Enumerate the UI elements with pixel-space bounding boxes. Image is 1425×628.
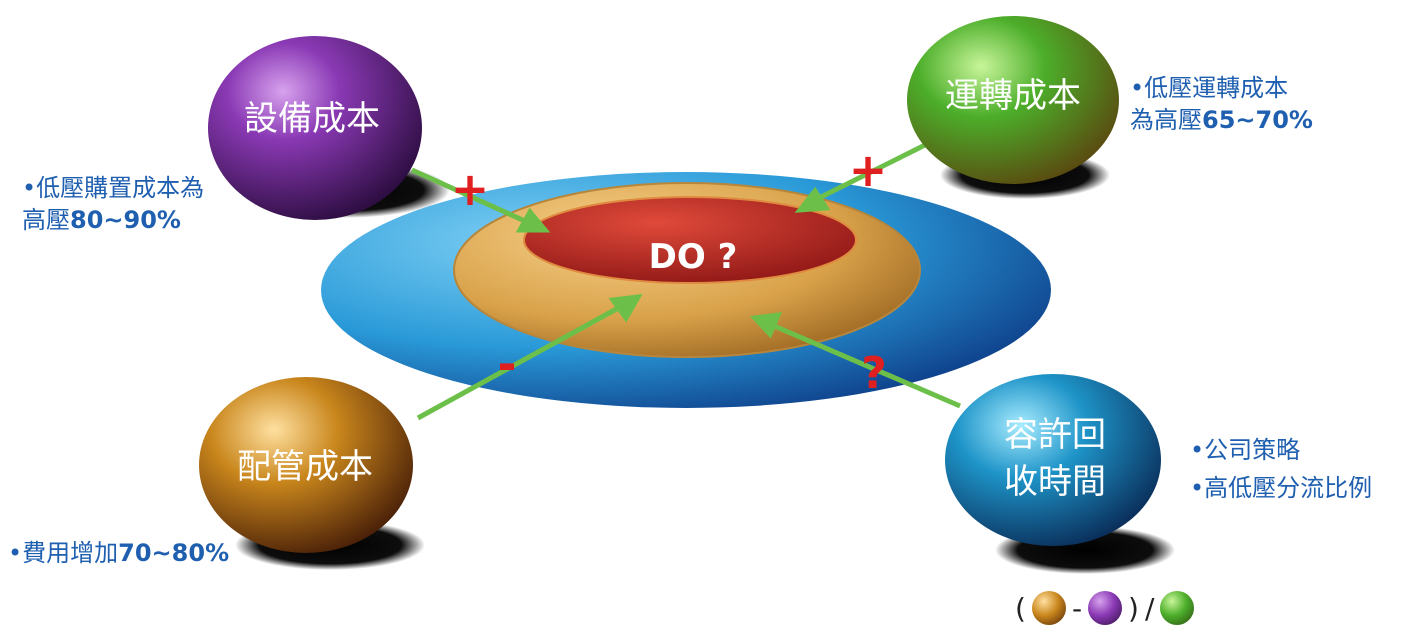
operation-note-prefix: 為高壓 [1130, 106, 1202, 134]
payback-label-line2: 收時間 [1004, 462, 1106, 502]
operation-node [907, 16, 1119, 184]
equipment-note-prefix: 高壓 [22, 206, 70, 234]
formula-minus: - [1071, 591, 1083, 625]
equipment-note: •低壓購置成本為 高壓80~90% [22, 172, 204, 236]
equipment-note-value: 80~90% [70, 206, 181, 234]
arrow-equipment [410, 167, 529, 225]
sign-operation: + [849, 143, 888, 197]
arrowhead-piping [608, 293, 643, 323]
formula-legend: ( - ) / [1015, 588, 1195, 628]
equipment-note-line2: 高壓80~90% [22, 204, 204, 236]
purple-dot-icon [1088, 591, 1123, 625]
green-dot-icon [1160, 591, 1195, 625]
inner-disc [523, 196, 857, 284]
equipment-label: 設備成本 [244, 99, 380, 139]
piping-label: 配管成本 [237, 447, 373, 487]
arrowhead-operation [794, 186, 831, 213]
piping-note-line1: •費用增加70~80% [8, 537, 229, 569]
center-label: DO ? [649, 237, 738, 277]
equipment-node [208, 36, 422, 220]
sign-payback: ? [861, 348, 887, 399]
sign-piping: - [497, 337, 516, 391]
arrows [410, 142, 961, 421]
operation-note: •低壓運轉成本 為高壓65~70% [1130, 72, 1313, 136]
piping-node [199, 377, 413, 553]
piping-note-value: 70~80% [118, 539, 230, 567]
orange-dot-icon [1031, 591, 1066, 625]
formula-open-paren: ( [1015, 591, 1026, 625]
formula-close-paren: ) [1128, 591, 1139, 625]
payback-note-line1: •公司策略 [1190, 436, 1301, 464]
operation-note-line2: 為高壓65~70% [1130, 104, 1313, 136]
arrowhead-payback [749, 311, 782, 339]
piping-note: •費用增加70~80% [8, 537, 229, 569]
arrowhead-equipment [515, 207, 551, 233]
sign-equipment: + [451, 162, 490, 216]
operation-note-value: 65~70% [1202, 106, 1313, 134]
operation-note-line1: •低壓運轉成本 [1130, 74, 1289, 102]
piping-note-prefix: •費用增加 [8, 539, 119, 567]
payback-node [945, 374, 1161, 546]
arrow-piping [416, 304, 622, 421]
arrow-operation [813, 142, 927, 203]
arrow-payback [771, 322, 961, 409]
payback-label-line1: 容許回 [1004, 415, 1106, 455]
payback-note-line2: •高低壓分流比例 [1190, 474, 1373, 502]
payback-note: •公司策略 •高低壓分流比例 [1190, 431, 1372, 507]
formula-slash: / [1144, 591, 1155, 625]
equipment-note-line1: •低壓購置成本為 [22, 174, 205, 202]
operation-label: 運轉成本 [945, 76, 1081, 116]
